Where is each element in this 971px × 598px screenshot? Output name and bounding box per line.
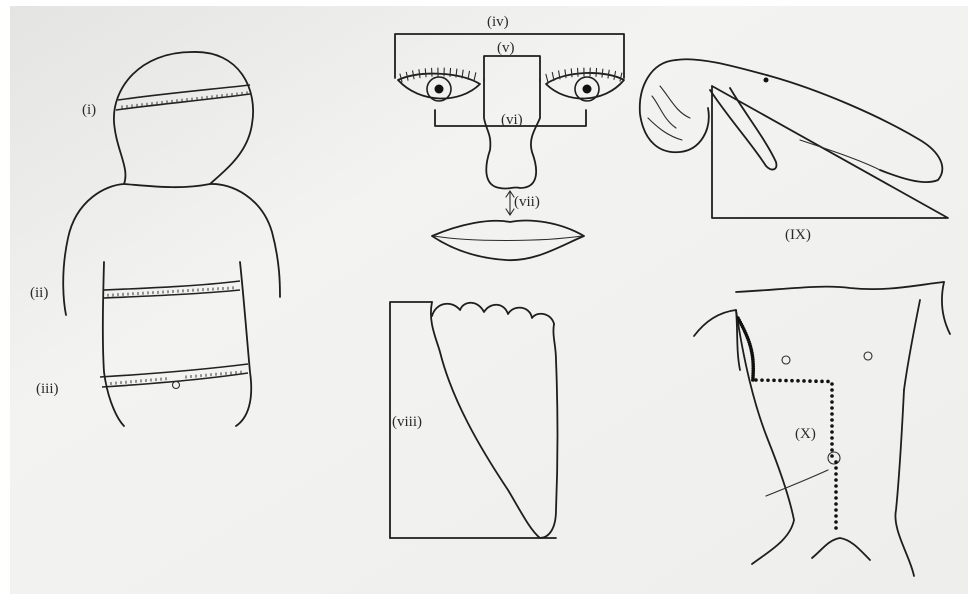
label-abdomen: (iii): [36, 381, 59, 397]
label-foot: (viii): [392, 414, 422, 430]
label-trunk: (X): [795, 426, 816, 442]
label-chest: (ii): [30, 285, 48, 301]
label-nasal-bridge: (v): [497, 40, 515, 56]
label-face-width: (iv): [487, 14, 509, 30]
label-nose-width: (vi): [501, 112, 523, 128]
label-head: (i): [82, 102, 96, 118]
label-philtrum: (vii): [514, 194, 540, 210]
label-arm-span: (IX): [785, 227, 811, 243]
